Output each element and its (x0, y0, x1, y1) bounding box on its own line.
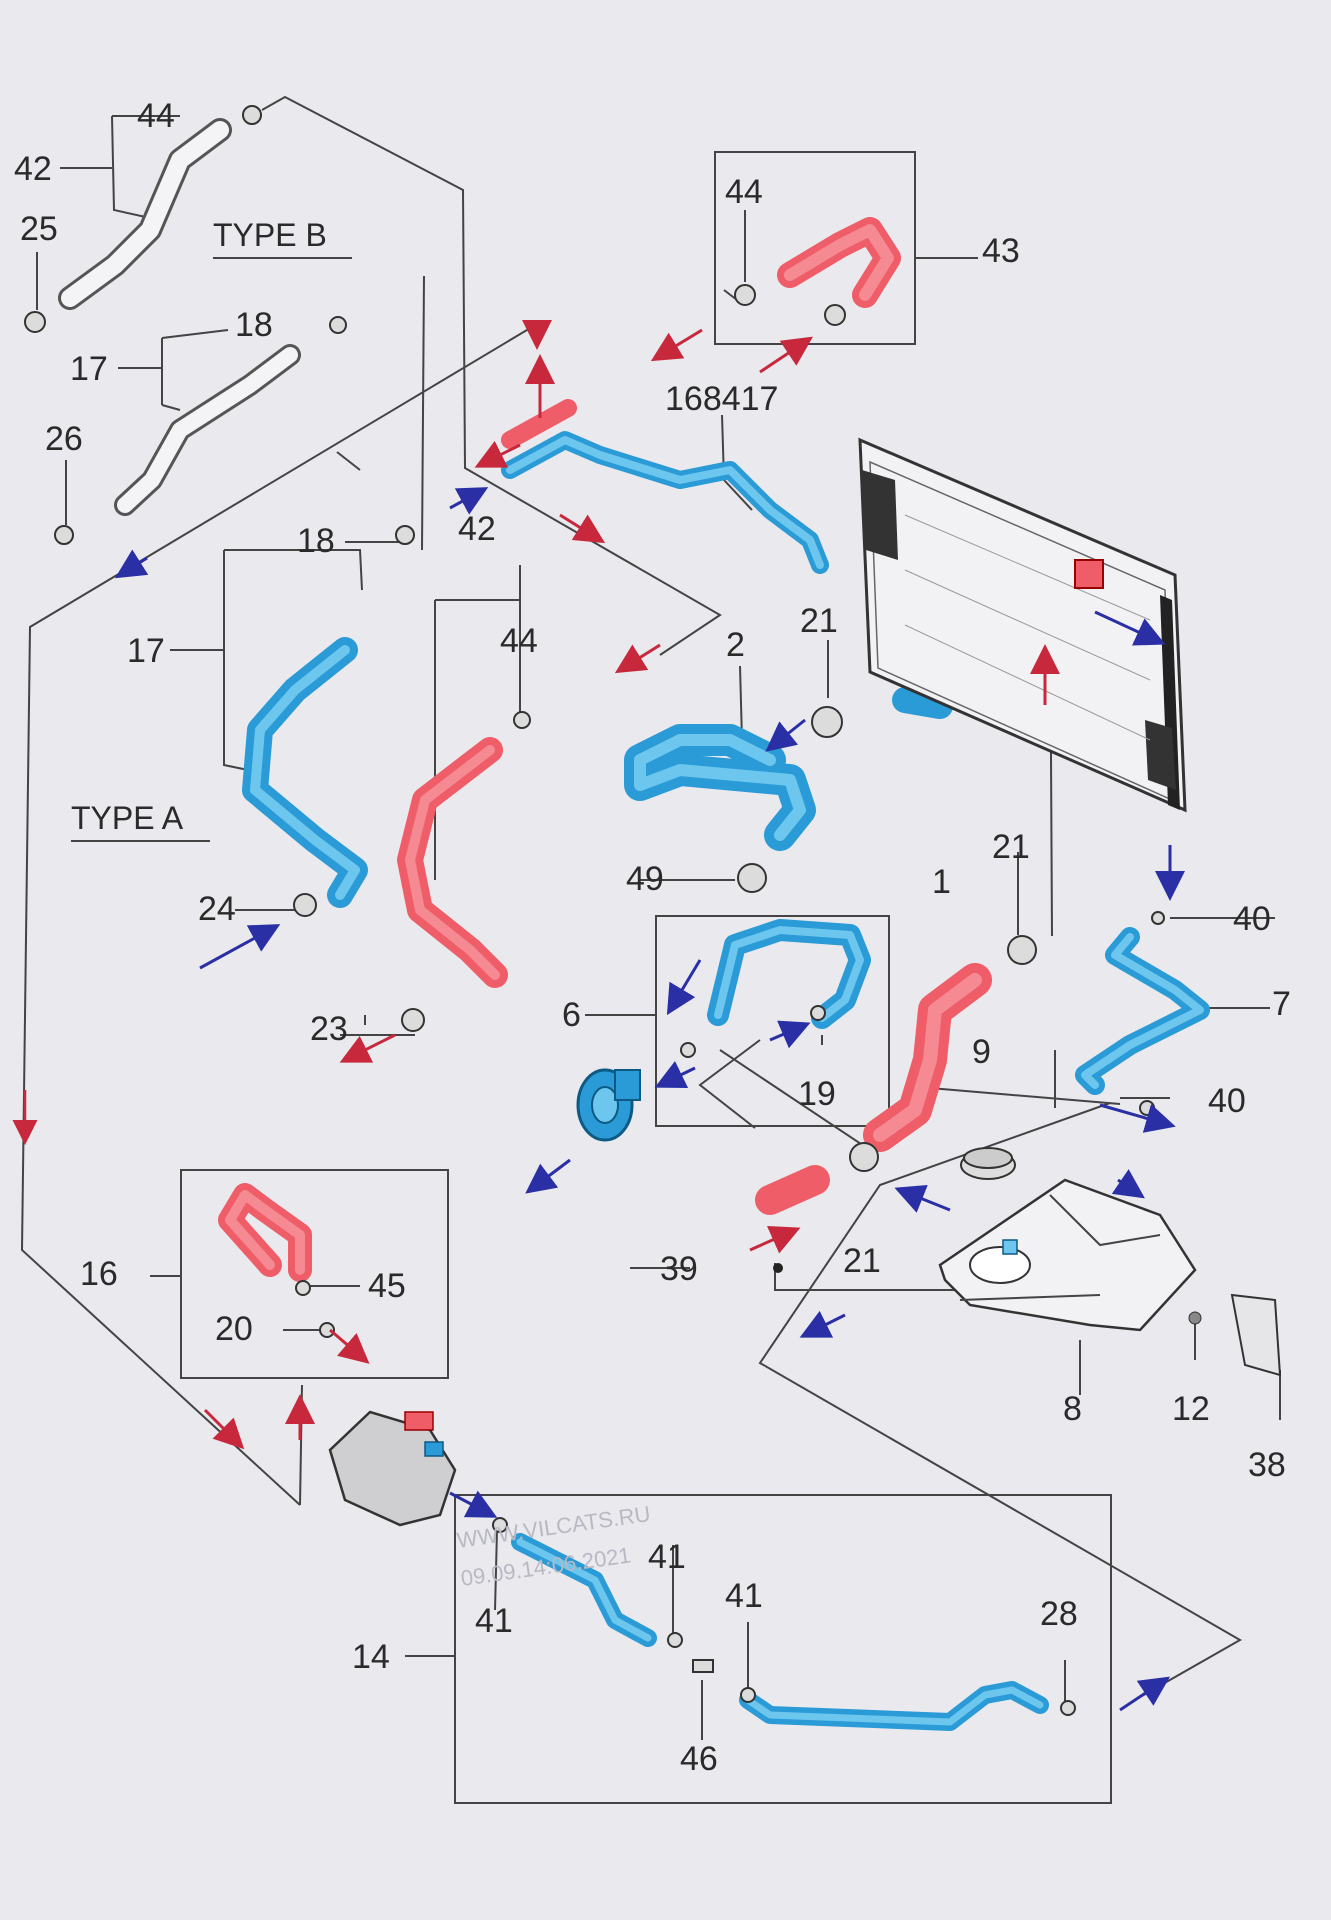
label-23: 23 (310, 1010, 348, 1048)
part-39-connector (755, 1165, 830, 1215)
hose-17 (242, 637, 368, 908)
label-44: 44 (137, 97, 175, 135)
hose-1 (863, 963, 992, 1152)
label-38: 38 (1248, 1446, 1286, 1484)
label-7: 7 (1272, 985, 1291, 1023)
label-39: 39 (660, 1250, 698, 1288)
label-19: 19 (798, 1075, 836, 1113)
label-12: 12 (1172, 1390, 1210, 1428)
hose-red-upper (501, 399, 577, 449)
hose-16 (218, 1183, 312, 1282)
label-49: 49 (626, 860, 664, 898)
radiator (858, 437, 1187, 813)
type-b-label: TYPE B (213, 217, 327, 253)
label-21: 21 (843, 1242, 881, 1280)
label-2: 2 (726, 626, 745, 664)
label-20: 20 (215, 1310, 253, 1348)
hose-2 (624, 724, 816, 851)
box-hose-43 (714, 151, 916, 345)
part-labels: 44 42 25 18 17 26 44 43 168417 18 42 44 … (14, 97, 1291, 1778)
pipe-168417 (501, 431, 829, 574)
hose-upper-radiator (892, 687, 953, 719)
label-42: 42 (458, 510, 496, 548)
label-44: 44 (725, 173, 763, 211)
hose-42 (397, 737, 508, 988)
flow-arrows-hot (12, 320, 1060, 1450)
label-26: 26 (45, 420, 83, 458)
label-24: 24 (198, 890, 236, 928)
hose-14 (511, 1533, 1049, 1731)
label-46: 46 (680, 1740, 718, 1778)
label-21: 21 (992, 828, 1030, 866)
clamps (24, 105, 1165, 1716)
label-9: 9 (972, 1033, 991, 1071)
box-hose-16 (180, 1169, 449, 1379)
type-a-label: TYPE A (71, 800, 184, 836)
label-41: 41 (725, 1577, 763, 1615)
label-41: 41 (648, 1538, 686, 1576)
thermostat-housing (576, 1068, 641, 1142)
label-42: 42 (14, 150, 52, 188)
bracket-38 (1188, 1293, 1282, 1377)
label-41: 41 (475, 1602, 513, 1640)
label-1: 1 (932, 863, 951, 901)
label-21: 21 (800, 602, 838, 640)
label-43: 43 (982, 232, 1020, 270)
label-40: 40 (1208, 1082, 1246, 1120)
label-8: 8 (1063, 1390, 1082, 1428)
water-pump (328, 1410, 457, 1527)
hose-6 (707, 919, 871, 1029)
box-hose-14 (454, 1494, 1112, 1804)
label-168417: 168417 (665, 380, 778, 418)
cap-9 (960, 1147, 1016, 1180)
label-17: 17 (70, 350, 108, 388)
label-44: 44 (500, 622, 538, 660)
hose-43 (777, 217, 901, 308)
label-16: 16 (80, 1255, 118, 1293)
label-14: 14 (352, 1638, 390, 1676)
label-45: 45 (368, 1267, 406, 1305)
label-6: 6 (562, 996, 581, 1034)
typeb-hose-17 (114, 344, 301, 516)
label-40: 40 (1233, 900, 1271, 938)
reservoir (938, 1178, 1197, 1332)
label-17: 17 (127, 632, 165, 670)
box-hose-6 (655, 915, 890, 1127)
typeb-hose-42 (58, 118, 232, 310)
hose-7 (1075, 927, 1210, 1095)
flow-arrows-cold (114, 487, 1185, 1712)
label-18: 18 (297, 522, 335, 560)
label-18: 18 (235, 306, 273, 344)
label-28: 28 (1040, 1595, 1078, 1633)
label-25: 25 (20, 210, 58, 248)
